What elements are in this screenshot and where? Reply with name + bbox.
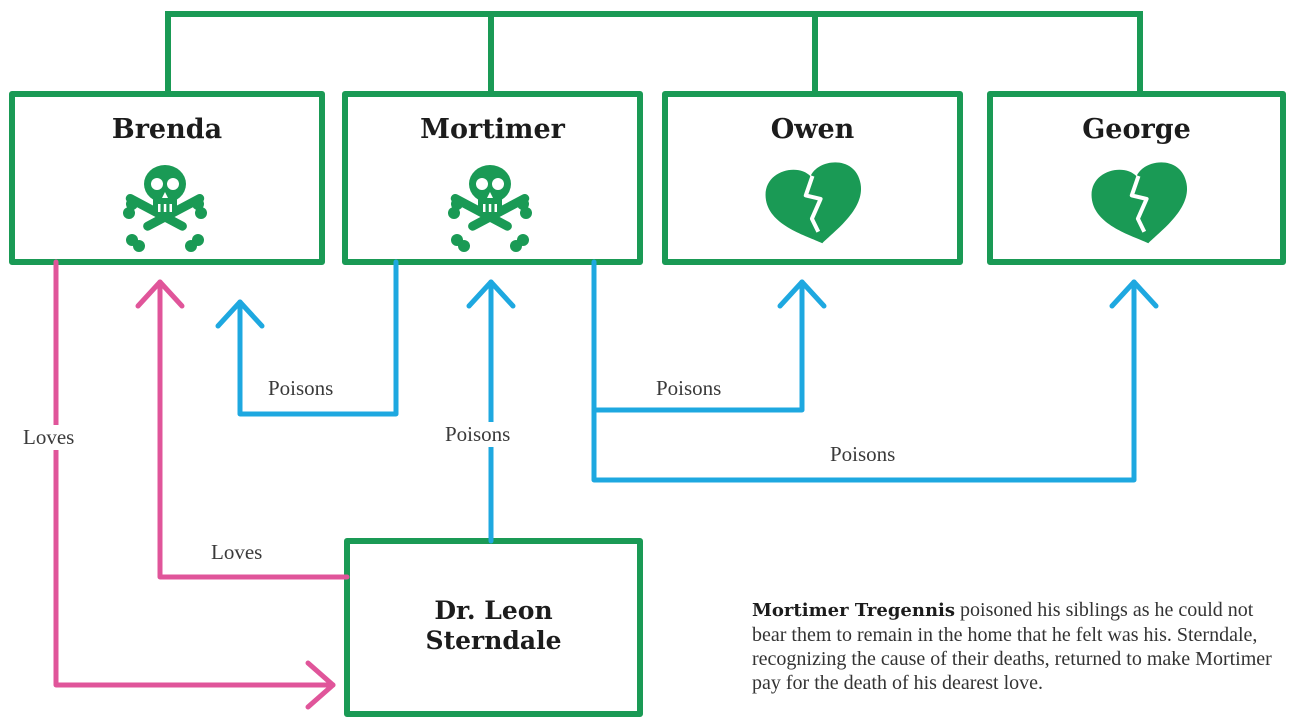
node-name-sterndale: Dr. Leon Sterndale: [347, 596, 640, 656]
node-name-sterndale-line1: Dr. Leon: [434, 596, 553, 625]
edge-mortimer-poisons-brenda: [237, 259, 399, 417]
edge-brenda-loves-sterndale: [53, 259, 336, 688]
caption: Mortimer Tregennis poisoned his siblings…: [752, 598, 1292, 695]
edge-label-mortimer-poisons-owen: Poisons: [653, 376, 725, 401]
node-name-owen: Owen: [770, 114, 855, 145]
node-name-brenda: Brenda: [111, 114, 223, 145]
arrowhead-owen-poison: [777, 279, 827, 309]
arrowhead-mortimer-poison: [466, 279, 516, 309]
arrowhead-brenda-love: [135, 279, 185, 309]
arrowhead-george-poison: [1109, 279, 1159, 309]
edge-label-sterndale-poisons-mortimer: Poisons: [442, 422, 514, 447]
node-name-mortimer: Mortimer: [420, 114, 565, 145]
edge-label-sterndale-loves-brenda: Loves: [208, 540, 266, 565]
sibling-connector: [165, 11, 1143, 97]
edge-label-mortimer-poisons-george: Poisons: [827, 442, 899, 467]
arrowhead-sterndale-love: [305, 660, 336, 710]
edge-label-brenda-loves-sterndale: Loves: [20, 425, 78, 450]
node-name-sterndale-line2: Sterndale: [425, 626, 562, 655]
edge-mortimer-poisons-owen: [591, 259, 805, 413]
caption-text: poisoned his siblings as he could not be…: [752, 599, 1272, 694]
box-sterndale: [344, 538, 643, 717]
arrowhead-brenda-poison: [215, 299, 265, 329]
edge-label-mortimer-poisons-brenda: Poisons: [265, 376, 337, 401]
caption-bold: Mortimer Tregennis: [752, 600, 956, 621]
edge-sterndale-loves-brenda: [157, 279, 350, 580]
node-name-george: George: [1082, 114, 1191, 145]
edge-mortimer-poisons-george: [591, 279, 1137, 483]
